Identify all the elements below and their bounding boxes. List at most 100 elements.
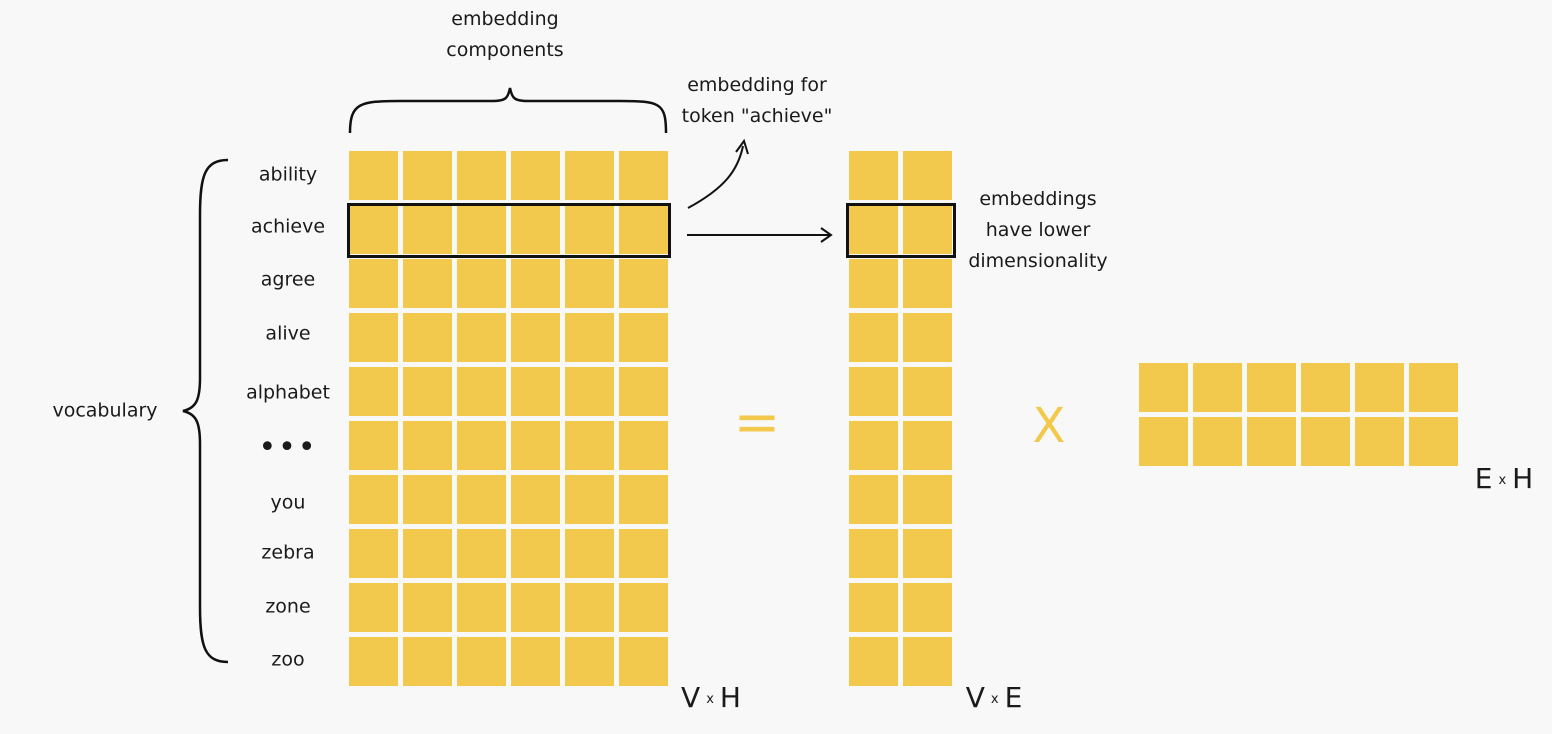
- v-by-h-cell: [457, 529, 506, 578]
- embedding-for-token-label: embedding for token "achieve": [682, 70, 833, 132]
- v-by-h-cell: [403, 313, 452, 362]
- e-by-h-cell: [1355, 417, 1404, 466]
- v-by-h-cell: [619, 151, 668, 200]
- v-by-h-cell: [349, 313, 398, 362]
- v-by-h-cell: [511, 421, 560, 470]
- v-by-h-cell: [619, 259, 668, 308]
- achieve-embedding-highlight: [846, 203, 956, 258]
- v-by-h-cell: [349, 151, 398, 200]
- v-by-h-cell: [349, 475, 398, 524]
- vocab-word-ability: ability: [258, 163, 318, 186]
- dim-x: x: [990, 691, 999, 707]
- v-by-e-cell: [849, 313, 898, 362]
- lower-dim-line-3: dimensionality: [968, 250, 1108, 272]
- v-by-h-cell: [619, 313, 668, 362]
- e-by-h-cell: [1301, 363, 1350, 412]
- v-by-h-cell: [565, 259, 614, 308]
- vocab-word-agree: agree: [260, 268, 316, 291]
- v-by-h-cell: [565, 637, 614, 686]
- dim-x: x: [1498, 472, 1507, 488]
- v-by-h-cell: [511, 583, 560, 632]
- dim-e: E: [1474, 462, 1493, 495]
- v-by-h-cell: [565, 367, 614, 416]
- v-by-h-cell: [403, 529, 452, 578]
- v-by-h-cell: [457, 637, 506, 686]
- v-by-e-cell: [903, 151, 952, 200]
- e-by-h-cell: [1247, 417, 1296, 466]
- lower-dim-line-1: embeddings: [979, 188, 1097, 210]
- token-label-arrowhead: [735, 138, 749, 155]
- v-by-h-cell: [619, 205, 668, 254]
- v-by-h-cell: [403, 205, 452, 254]
- dim-v: V: [965, 681, 985, 714]
- v-by-h-cell: [511, 205, 560, 254]
- v-by-h-cell: [565, 529, 614, 578]
- v-by-h-cell: [619, 475, 668, 524]
- dim-e: E: [1004, 681, 1023, 714]
- v-by-e-cell: [903, 367, 952, 416]
- e-by-h-cell: [1139, 417, 1188, 466]
- multiply-sign: X: [1032, 398, 1066, 454]
- embedding-components-line-1: embedding: [451, 8, 559, 30]
- components-brace: [348, 87, 668, 134]
- v-by-h-cell: [511, 151, 560, 200]
- v-by-h-cell: [511, 475, 560, 524]
- v-by-e-cell: [903, 421, 952, 470]
- matrix-v-by-h: [349, 151, 673, 691]
- matrix-v-by-e: [849, 151, 957, 691]
- v-by-e-cell: [903, 259, 952, 308]
- v-by-e-cell: [903, 475, 952, 524]
- v-by-e-cell: [849, 259, 898, 308]
- v-by-e-cell: [849, 421, 898, 470]
- e-by-h-cell: [1355, 363, 1404, 412]
- v-by-e-cell: [849, 205, 898, 254]
- v-by-h-cell: [403, 475, 452, 524]
- lower-dim-line-2: have lower: [985, 219, 1091, 241]
- row-to-embedding-arrowhead: [820, 227, 833, 243]
- vocab-word-zone: zone: [265, 595, 311, 618]
- v-by-h-cell: [457, 421, 506, 470]
- v-by-h-cell: [349, 205, 398, 254]
- embeddings-lower-dim-label: embeddings have lower dimensionality: [968, 184, 1107, 277]
- v-by-h-cell: [457, 205, 506, 254]
- v-by-h-cell: [457, 259, 506, 308]
- v-by-h-cell: [403, 151, 452, 200]
- v-by-h-cell: [457, 367, 506, 416]
- e-by-h-cell: [1409, 363, 1458, 412]
- v-by-h-cell: [457, 475, 506, 524]
- e-by-h-cell: [1193, 363, 1242, 412]
- embedding-components-label: embedding components: [446, 4, 563, 66]
- matrix-e-by-h: [1139, 363, 1463, 471]
- vocab-word-alive: alive: [265, 322, 311, 345]
- v-by-h-cell: [511, 637, 560, 686]
- v-by-h-cell: [457, 583, 506, 632]
- v-by-h-cell: [403, 637, 452, 686]
- v-by-h-cell: [511, 367, 560, 416]
- vocab-word-zebra: zebra: [261, 541, 315, 564]
- ellipsis-dots: •••: [258, 430, 318, 465]
- v-by-h-cell: [403, 421, 452, 470]
- v-by-e-cell: [849, 583, 898, 632]
- e-by-h-cell: [1193, 417, 1242, 466]
- v-by-e-cell: [903, 529, 952, 578]
- e-by-h-cell: [1247, 363, 1296, 412]
- v-by-e-cell: [903, 583, 952, 632]
- token-label-arrow: [687, 145, 744, 209]
- v-by-h-cell: [619, 637, 668, 686]
- vocabulary-brace: [182, 158, 229, 664]
- v-by-h-cell: [403, 367, 452, 416]
- v-by-h-cell: [403, 583, 452, 632]
- v-by-h-cell: [403, 259, 452, 308]
- embedding-components-line-2: components: [446, 39, 564, 61]
- v-by-h-cell: [349, 637, 398, 686]
- v-by-e-cell: [903, 637, 952, 686]
- v-by-h-cell: [619, 529, 668, 578]
- v-by-h-cell: [619, 583, 668, 632]
- v-by-h-cell: [565, 205, 614, 254]
- vocab-word-alphabet: alphabet: [246, 381, 330, 404]
- v-by-h-cell: [565, 475, 614, 524]
- v-by-e-cell: [903, 313, 952, 362]
- v-by-h-cell: [511, 529, 560, 578]
- v-by-h-cell: [349, 421, 398, 470]
